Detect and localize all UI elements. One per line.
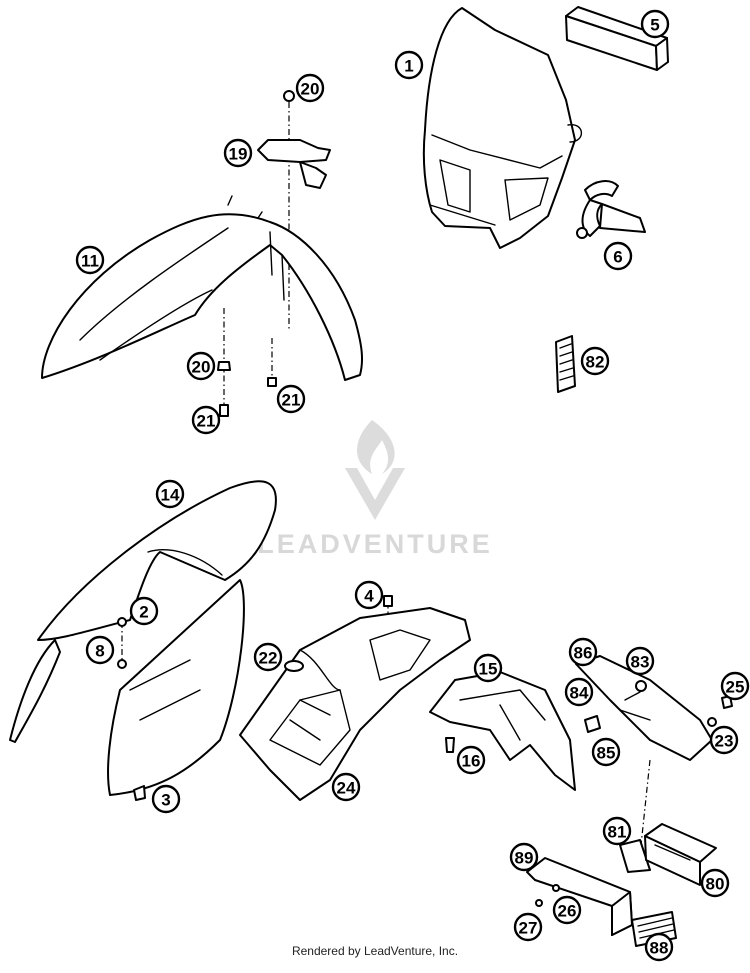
part-rear-fender [239,595,471,801]
part-reflector [555,335,576,393]
callout-label: 19 [229,145,248,164]
callout-19: 19 [223,138,253,168]
callout-16: 16 [456,745,486,775]
callout-label: 81 [608,823,627,842]
watermark-text: LEADVENTURE [257,529,493,559]
callout-80: 80 [700,868,730,898]
callout-label: 16 [462,752,481,771]
callout-85: 85 [591,737,621,767]
callout-21: 21 [276,384,306,414]
callout-25: 25 [720,671,750,701]
callout-label: 20 [301,80,320,99]
callout-label: 8 [95,642,104,661]
callout-label: 15 [479,660,498,679]
part-mask-bracket [576,180,646,239]
callout-2: 2 [129,596,159,626]
callout-label: 6 [613,248,622,267]
callout-4: 4 [354,580,384,610]
callout-label: 89 [515,849,534,868]
part-mudflap [429,671,576,791]
watermark-flame-icon [345,420,405,520]
callout-label: 22 [259,649,278,668]
callout-88: 88 [644,932,674,962]
callout-5: 5 [640,9,670,39]
callout-8: 8 [85,635,115,665]
callout-label: 4 [364,587,374,606]
part-side-panels [9,480,277,801]
callout-15: 15 [473,653,503,683]
callout-89: 89 [509,842,539,872]
callout-label: 23 [715,732,734,751]
callout-label: 11 [81,252,99,271]
callout-24: 24 [331,772,361,802]
callout-label: 83 [631,653,650,672]
callout-label: 2 [139,603,148,622]
callout-label: 5 [650,16,659,35]
footer-credit: Rendered by LeadVenture, Inc. [291,944,459,958]
callout-label: 14 [161,486,180,505]
callout-label: 85 [597,744,616,763]
callout-label: 80 [706,875,725,894]
part-front-fender [41,195,364,381]
watermark: LEADVENTURE [257,420,493,559]
callout-label: 25 [726,678,745,697]
callout-82: 82 [580,346,610,376]
callout-27: 27 [513,912,543,942]
callout-23: 23 [709,725,739,755]
callout-label: 88 [650,939,669,958]
callout-21: 21 [191,405,221,435]
callout-11: 11 [75,245,105,275]
callout-84: 84 [564,677,594,707]
part-fender-bracket [257,90,331,330]
callout-label: 84 [570,684,589,703]
callout-label: 21 [197,412,216,431]
callout-label: 24 [337,779,356,798]
callout-label: 1 [404,57,413,76]
callout-20: 20 [186,351,216,381]
callout-label: 26 [558,902,577,921]
callout-6: 6 [603,241,633,271]
callout-86: 86 [568,637,598,667]
callout-22: 22 [253,642,283,672]
callout-20: 20 [295,73,325,103]
callout-label: 86 [574,644,593,663]
callout-label: 20 [192,358,211,377]
callout-3: 3 [151,784,181,814]
callout-label: 27 [519,919,538,938]
callout-label: 3 [161,791,170,810]
part-sticker [565,6,669,71]
callout-83: 83 [625,646,655,676]
callout-26: 26 [552,895,582,925]
callout-label: 82 [586,353,605,372]
callout-label: 21 [282,391,301,410]
part-headlight-mask [422,7,583,249]
callout-14: 14 [155,479,185,509]
callout-81: 81 [602,816,632,846]
part-license-bracket [526,823,717,947]
callout-1: 1 [394,50,424,80]
part-fender-screws [217,308,277,417]
